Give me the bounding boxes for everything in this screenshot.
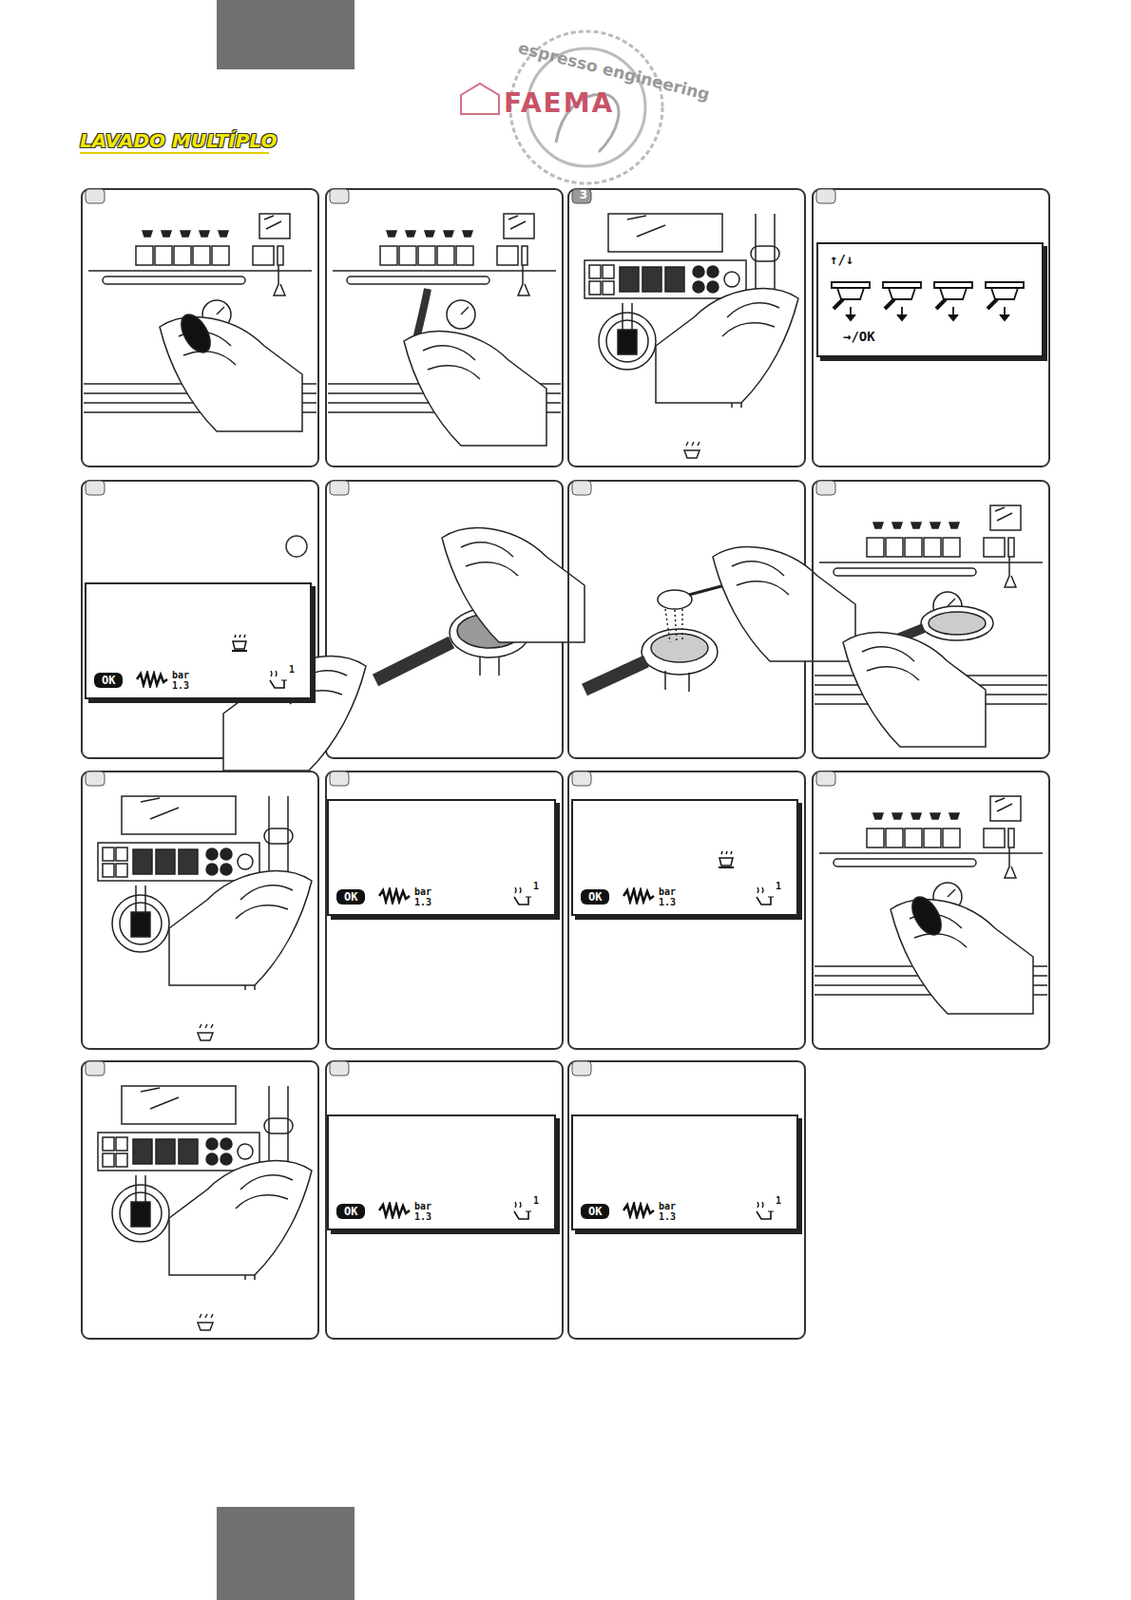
- boiler-count: 1: [533, 1195, 539, 1207]
- step-badge: [816, 189, 836, 204]
- step-illustration: [97, 1086, 312, 1331]
- step-badge: [329, 771, 349, 786]
- watermark-logo: FAEMA: [503, 87, 614, 119]
- step-panel: [325, 1061, 563, 1340]
- logo-house: [460, 83, 499, 115]
- step-panel: [568, 1061, 806, 1340]
- pressure-value: bar 1.3: [414, 886, 436, 908]
- step-panel: [81, 1061, 319, 1340]
- display-screen: OK bar 1.3 1: [84, 582, 312, 700]
- step-panel: [325, 189, 563, 467]
- pressure-value: bar 1.3: [414, 1201, 436, 1223]
- tab: [216, 0, 355, 70]
- ok-badge: OK: [580, 1204, 610, 1220]
- display-screen: OK bar 1.3 1: [571, 1114, 799, 1231]
- step-illustration: [814, 505, 1048, 748]
- title: LAVADO MULTÍPLO: [79, 129, 277, 153]
- pressure-wave: [135, 670, 169, 689]
- ok-badge: OK: [94, 672, 123, 689]
- step-panel: [812, 771, 1050, 1050]
- title-underline: [79, 152, 269, 154]
- step-illustration: [83, 213, 317, 432]
- boiler-icon: [754, 1200, 776, 1222]
- boiler-count: 1: [288, 664, 295, 675]
- callout-circle: [286, 536, 307, 557]
- step-illustration: [814, 796, 1048, 1015]
- group-cup-icon: [715, 850, 737, 870]
- boiler-icon: [512, 1200, 534, 1222]
- step-panel: [812, 480, 1050, 759]
- step-badge: [816, 771, 836, 786]
- ok-badge: OK: [336, 889, 365, 905]
- group-cup-icon: [229, 633, 250, 653]
- step-badge: [572, 1061, 592, 1076]
- display-screen: OK bar 1.3 1: [326, 799, 556, 917]
- boiler-count: 1: [533, 881, 539, 892]
- pressure-value: bar 1.3: [658, 886, 680, 908]
- ok-badge: OK: [336, 1204, 365, 1220]
- boiler-count: 1: [775, 881, 782, 892]
- step-panel: [81, 189, 319, 467]
- step-panel: [325, 771, 563, 1050]
- tab: [216, 1507, 355, 1600]
- step-badge: [816, 480, 836, 496]
- pressure-wave: [378, 887, 411, 905]
- group-icons: [825, 274, 1036, 328]
- step-illustration: [584, 547, 856, 692]
- step-panel: [568, 771, 806, 1050]
- boiler-icon: [754, 885, 776, 907]
- pressure-wave: [622, 1202, 655, 1220]
- step-badge: [85, 771, 105, 786]
- step-badge: [572, 480, 592, 496]
- display-screen: ↑/↓ →/OK: [816, 242, 1044, 358]
- pressure-value: bar 1.3: [658, 1201, 680, 1223]
- step-illustration: [327, 213, 561, 446]
- pressure-wave: [378, 1202, 411, 1220]
- boiler-icon: [512, 885, 534, 907]
- step-illustration: [584, 213, 799, 459]
- step-badge: [329, 480, 349, 496]
- boiler-icon: [268, 669, 289, 691]
- step-panel: [812, 189, 1050, 467]
- pressure-wave: [622, 887, 655, 905]
- step-badge: [329, 189, 349, 204]
- step-illustration: [97, 796, 312, 1041]
- step-number: 3: [574, 188, 594, 202]
- step-panel: [568, 189, 806, 467]
- step-badge: [572, 771, 592, 786]
- pressure-value: bar 1.3: [172, 670, 193, 691]
- step-badge: [329, 1061, 349, 1076]
- step-badge: [85, 480, 105, 496]
- display-screen: OK bar 1.3 1: [571, 799, 799, 917]
- step-badge: [85, 1061, 105, 1076]
- step-panel: [81, 771, 319, 1050]
- step-badge: [85, 189, 105, 204]
- ok-badge: OK: [580, 889, 610, 905]
- display-screen: OK bar 1.3 1: [326, 1114, 556, 1231]
- boiler-count: 1: [775, 1195, 782, 1207]
- arrow-hint: ↑/↓: [829, 251, 854, 268]
- confirm-hint: →/OK: [843, 328, 876, 345]
